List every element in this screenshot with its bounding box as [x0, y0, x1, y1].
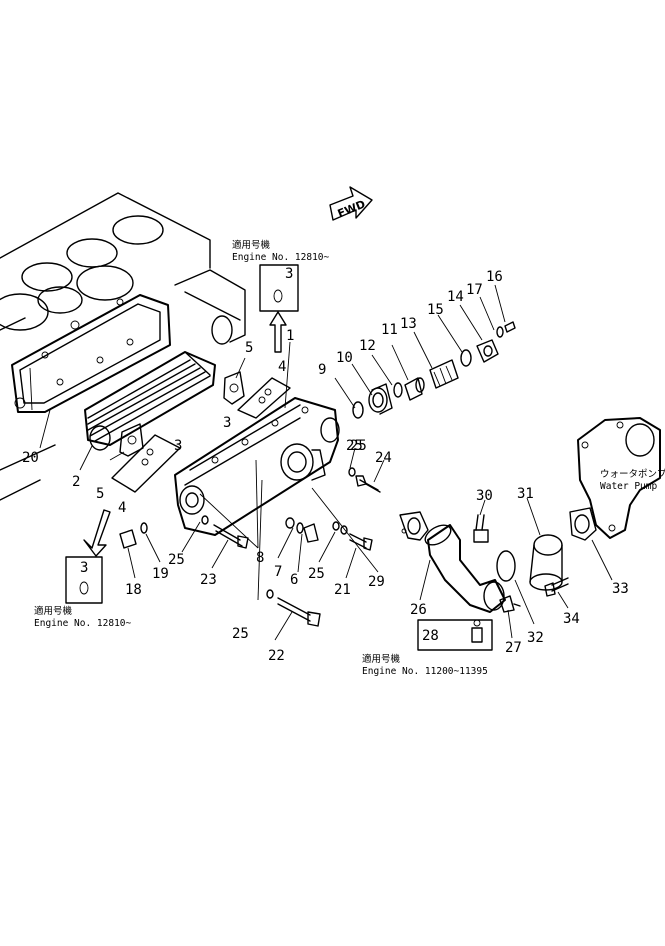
part-label: 1	[286, 328, 294, 344]
cooler-cover-gasket	[11, 294, 171, 413]
part-label: 25	[346, 438, 363, 454]
part-label: 33	[612, 581, 629, 597]
gasket-29	[399, 511, 429, 541]
part-label: 3	[174, 438, 182, 454]
part-label: 17	[466, 282, 483, 298]
part-label: 30	[476, 488, 493, 504]
water-pump-label: ウォータポンプ Water Pump	[600, 469, 665, 492]
part-label: 14	[447, 289, 464, 305]
note-jp: 適用号機	[362, 653, 401, 665]
part-label: 5	[245, 340, 253, 356]
part-label: 12	[359, 338, 376, 354]
part-label: 25	[232, 626, 249, 642]
part-label: 3	[223, 415, 231, 431]
part-label: 21	[334, 582, 351, 598]
part-label: 25	[168, 552, 185, 568]
hollow-down-arrow	[83, 509, 111, 557]
plug-callout-box	[417, 619, 493, 651]
water-elbow-pipe	[424, 524, 506, 613]
plug-27	[499, 595, 521, 613]
part-label: 28	[422, 628, 439, 644]
part-label: 16	[486, 269, 503, 285]
note-engine: Engine No. 12810~	[34, 618, 132, 629]
part-label: 24	[375, 450, 392, 466]
part-label: 23	[200, 572, 217, 588]
part-label: 4	[118, 500, 126, 516]
plug-18-oring-19	[119, 522, 148, 549]
part-label: 3	[80, 560, 88, 576]
applicability-note-top: 適用号機 Engine No. 12810~	[232, 239, 330, 263]
water-pump-label-jp: ウォータポンプ	[600, 469, 665, 480]
callout-box-4-upper	[237, 377, 291, 419]
washers-6-7-8	[285, 517, 340, 543]
gasket-33	[569, 507, 597, 541]
part-label: 31	[517, 486, 534, 502]
bolt-21	[340, 525, 373, 551]
oil-cooler-element	[84, 351, 216, 451]
part-label: 19	[152, 566, 169, 582]
oil-cooler-case	[174, 397, 340, 536]
part-label: 29	[368, 574, 385, 590]
leader-lines	[39, 284, 613, 641]
applicability-note-bottom-right: 適用号機 Engine No. 11200~11395	[362, 653, 488, 677]
bolt-24	[348, 467, 381, 493]
note-engine: Engine No. 12810~	[232, 252, 330, 263]
part-label: 32	[527, 630, 544, 646]
note-jp: 適用号機	[232, 239, 271, 251]
part-label: 25	[350, 438, 367, 454]
water-pump	[577, 417, 661, 539]
part-label: 2	[72, 474, 80, 490]
relief-valve-parts	[352, 321, 516, 419]
part-label: 5	[96, 486, 104, 502]
part-label: 9	[318, 362, 326, 378]
fwd-direction-arrow: FWD	[329, 186, 373, 221]
note-engine: Engine No. 11200~11395	[362, 666, 488, 677]
oring-callout-box-bottom	[65, 556, 103, 604]
part-label: 4	[278, 359, 286, 375]
part-label: 25	[308, 566, 325, 582]
part-label: 3	[285, 266, 293, 282]
part-label: 8	[256, 550, 264, 566]
bolt-23	[201, 515, 249, 549]
part-label: 13	[400, 316, 417, 332]
oring-32	[496, 550, 516, 582]
part-label: 7	[274, 564, 282, 580]
water-pump-label-en: Water Pump	[600, 481, 657, 492]
part-label: 27	[505, 640, 522, 656]
part-label: 6	[290, 572, 298, 588]
oring-callout-box-top	[259, 264, 299, 312]
callout-box-4-lower	[111, 434, 181, 493]
engine-block	[0, 192, 246, 501]
part-label: 22	[268, 648, 285, 664]
gasket-right	[223, 371, 245, 405]
connector-pipe	[529, 534, 563, 591]
note-jp: 適用号機	[34, 605, 73, 617]
part-label: 11	[381, 322, 398, 338]
part-label: 10	[336, 350, 353, 366]
part-number-labels: 1 2 3 3 3 3 4 4 5 5 6 7 8 9 10 11 12 13 …	[22, 266, 629, 664]
applicability-note-bottom-left: 適用号機 Engine No. 12810~	[34, 605, 132, 629]
part-label: 34	[563, 611, 580, 627]
hollow-up-arrow	[269, 311, 287, 353]
part-label: 18	[125, 582, 142, 598]
part-label: 15	[427, 302, 444, 318]
gasket-left	[119, 423, 144, 457]
bolt-22	[266, 589, 321, 627]
part-label: 26	[410, 602, 427, 618]
part-label: 20	[22, 450, 39, 466]
bolt-30	[473, 514, 489, 543]
bolt-34	[544, 577, 569, 597]
